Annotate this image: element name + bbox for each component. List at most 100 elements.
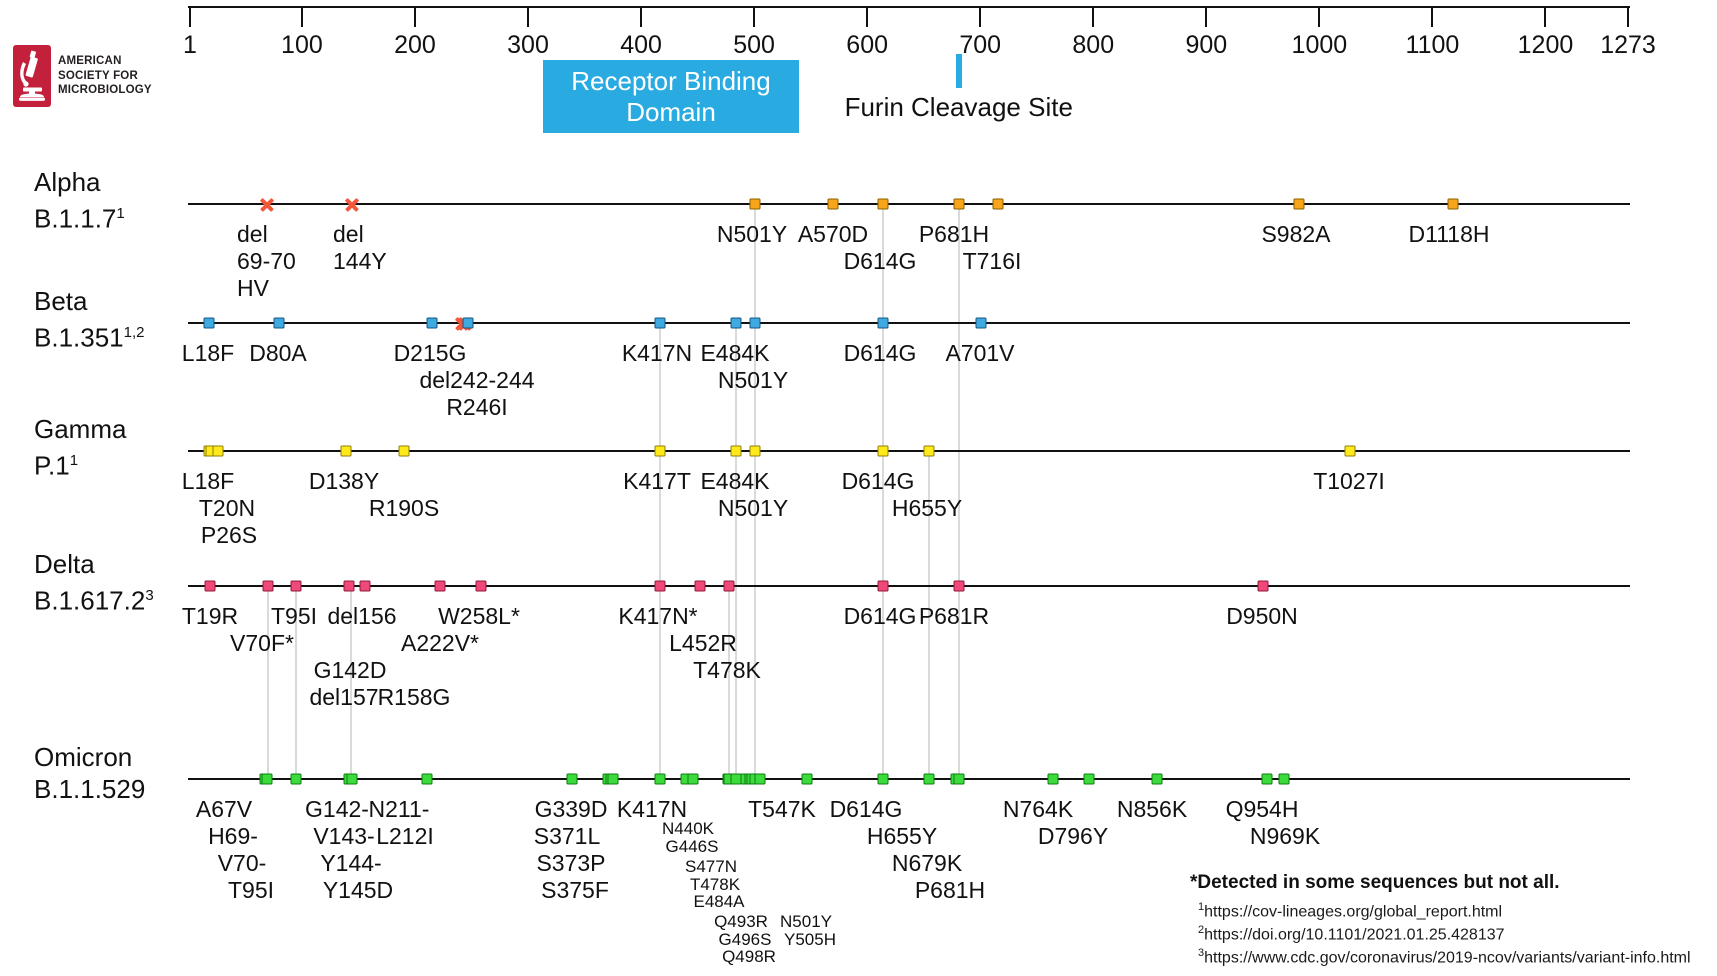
mutation-label: del xyxy=(333,221,364,247)
mutation-label: T547K xyxy=(748,796,816,822)
mutation-label: P681H xyxy=(918,221,990,247)
mutation-label: H655Y xyxy=(891,495,963,521)
mutation-marker xyxy=(953,198,965,210)
mutation-label: H69- xyxy=(208,823,258,849)
protein-line xyxy=(188,585,1630,587)
receptor-binding-domain-box: Receptor Binding Domain xyxy=(542,60,800,133)
mutation-label: D614G xyxy=(843,248,917,274)
mutation-label: E484K xyxy=(700,340,770,366)
mutation-label: G496S xyxy=(718,929,772,949)
asm-logo-mark xyxy=(13,45,51,107)
axis-tick-label: 1000 xyxy=(1291,31,1348,59)
mutation-marker xyxy=(654,580,666,592)
logo-line-3: MICROBIOLOGY xyxy=(58,84,152,97)
mutation-label: D614G xyxy=(843,603,917,629)
mutation-marker xyxy=(261,773,273,785)
mutation-label: G142- xyxy=(305,796,369,822)
rbd-label-line-1: Receptor Binding xyxy=(571,65,771,96)
axis-tick xyxy=(1627,6,1629,27)
mutation-label: N501Y xyxy=(780,912,832,931)
connector-line xyxy=(754,203,757,778)
connector-line xyxy=(659,322,662,778)
furin-cleavage-site-label: Furin Cleavage Site xyxy=(844,92,1073,122)
mutation-label: V70- xyxy=(217,850,267,876)
mutation-marker xyxy=(654,773,666,785)
mutation-marker xyxy=(359,580,371,592)
mutation-label: D138Y xyxy=(308,468,380,494)
axis-tick-label: 1273 xyxy=(1600,31,1656,59)
mutation-label: N764K xyxy=(1002,796,1074,822)
mutation-marker xyxy=(1047,773,1059,785)
mutation-marker xyxy=(421,773,433,785)
mutation-marker xyxy=(723,580,735,592)
mutation-marker xyxy=(1257,580,1269,592)
mutation-label: D950N xyxy=(1226,603,1298,629)
connector-line xyxy=(728,585,731,778)
mutation-label: A701V xyxy=(945,340,1015,366)
mutation-label: del242-244 xyxy=(419,367,535,393)
asterisk-footnote: *Detected in some sequences but not all. xyxy=(1190,872,1560,893)
connector-line xyxy=(957,203,960,778)
mutation-label: del xyxy=(237,221,268,247)
axis-tick-label: 700 xyxy=(959,31,1002,59)
mutation-label: D614G xyxy=(843,340,917,366)
connector-line xyxy=(295,585,298,778)
mutation-marker xyxy=(877,198,889,210)
mutation-label: P681H xyxy=(914,877,986,903)
mutation-label: T478K xyxy=(693,657,761,683)
logo-line-2: SOCIETY FOR xyxy=(58,69,138,82)
axis-tick xyxy=(1205,6,1208,27)
mutation-label: R158G xyxy=(377,684,451,710)
mutation-label: D614G xyxy=(841,468,915,494)
mutation-label: 69-70 xyxy=(237,248,296,274)
mutation-label: D215G xyxy=(393,340,467,366)
protein-line xyxy=(188,778,1630,780)
mutation-marker xyxy=(273,317,285,329)
mutation-label: N501Y xyxy=(716,221,788,247)
mutation-label: Y145D xyxy=(322,877,394,903)
mutation-label: L212I xyxy=(376,823,434,849)
mutation-marker xyxy=(566,773,578,785)
mutation-label: A67V xyxy=(195,796,253,822)
mutation-marker xyxy=(749,317,761,329)
mutation-label: R246I xyxy=(446,394,508,420)
axis-tick-label: 1100 xyxy=(1405,31,1460,59)
mutation-marker xyxy=(877,773,889,785)
microscope-icon xyxy=(19,50,45,101)
rbd-label-line-2: Domain xyxy=(626,96,716,127)
deletion-x-marker xyxy=(259,196,275,212)
mutation-label: L18F xyxy=(181,468,235,494)
mutation-label: E484K xyxy=(700,468,770,494)
mutation-label: D80A xyxy=(249,340,307,366)
mutation-label: G446S xyxy=(665,836,719,856)
mutation-label: P26S xyxy=(200,522,258,548)
mutation-marker xyxy=(1261,773,1273,785)
mutation-label: V143- xyxy=(313,823,375,849)
mutation-label: del156 xyxy=(327,603,397,629)
mutation-label: T95I xyxy=(227,877,275,903)
axis-line xyxy=(188,6,1630,8)
mutation-marker xyxy=(749,445,761,457)
axis-tick xyxy=(1431,6,1434,27)
axis-tick-label: 100 xyxy=(281,31,323,59)
mutation-marker xyxy=(262,580,274,592)
mutation-marker xyxy=(290,580,302,592)
mutation-marker xyxy=(953,580,965,592)
axis-tick xyxy=(300,6,303,27)
mutation-label: W258L* xyxy=(438,603,520,629)
mutation-marker xyxy=(1293,198,1305,210)
mutation-label: T478K xyxy=(689,874,741,894)
mutation-marker xyxy=(877,445,889,457)
mutation-label: P681R xyxy=(918,603,990,629)
mutation-label: Q954H xyxy=(1225,796,1299,822)
mutation-marker xyxy=(654,317,666,329)
mutation-label: T95I xyxy=(270,603,318,629)
mutation-label: T1027I xyxy=(1313,468,1385,494)
axis-tick xyxy=(527,6,530,27)
axis-tick-label: 800 xyxy=(1072,31,1115,59)
mutation-marker xyxy=(730,317,742,329)
axis-tick xyxy=(640,6,643,27)
connector-line xyxy=(928,450,931,778)
mutation-label: A222V* xyxy=(400,630,480,656)
